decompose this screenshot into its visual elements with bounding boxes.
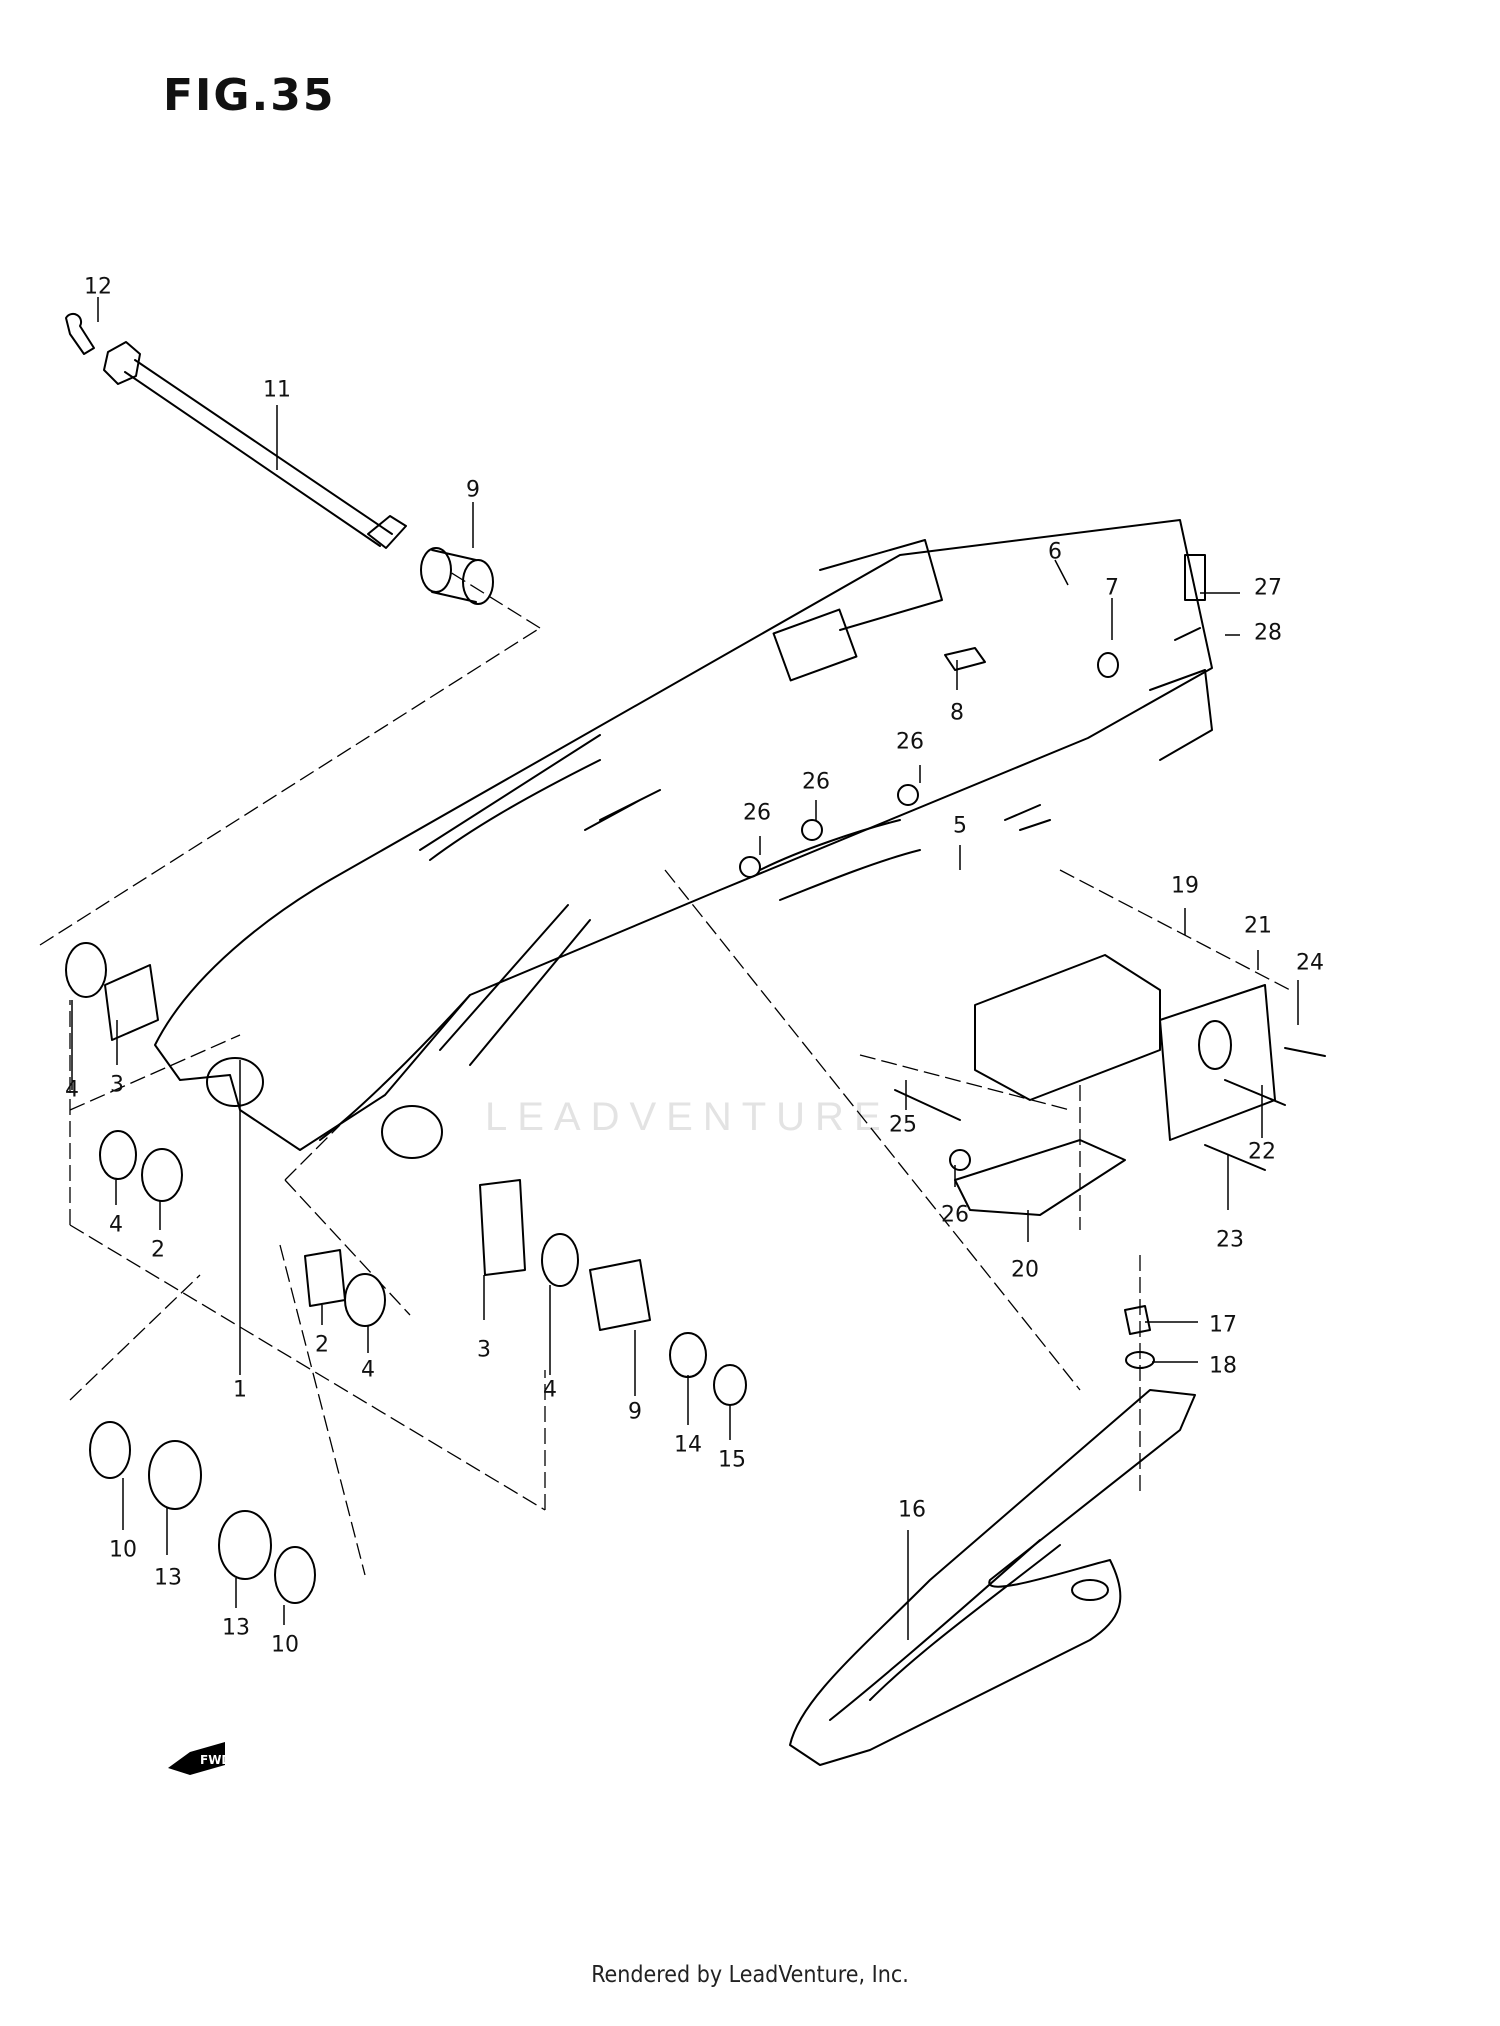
slider-plate (954, 1139, 1126, 1216)
footer-credit: Rendered by LeadVenture, Inc. (591, 1962, 909, 1988)
assembly-lines (39, 571, 1291, 1576)
axle-block (974, 954, 1161, 1101)
shaft-nut (65, 312, 95, 355)
callout-2: 2 (151, 1237, 165, 1263)
callout-7: 7 (1105, 575, 1119, 601)
callout-26: 26 (802, 769, 830, 795)
leader-lines (71, 297, 1299, 1640)
callout-26: 26 (743, 800, 771, 826)
callout-18: 18 (1209, 1353, 1237, 1379)
callout-1: 1 (233, 1377, 247, 1403)
callout-23: 23 (1216, 1227, 1244, 1253)
callout-3: 3 (477, 1337, 491, 1363)
callout-20: 20 (1011, 1257, 1039, 1283)
callout-21: 21 (1244, 913, 1272, 939)
callout-26: 26 (941, 1202, 969, 1228)
fasteners (739, 554, 1326, 1171)
swingarm (154, 519, 1213, 1159)
callout-16: 16 (898, 1497, 926, 1523)
callout-4: 4 (543, 1377, 557, 1403)
callout-2: 2 (315, 1332, 329, 1358)
callout-10: 10 (271, 1632, 299, 1658)
fwd-label: FWD (200, 1753, 231, 1767)
callout-9: 9 (628, 1399, 642, 1425)
bearing-parts (65, 942, 1155, 1604)
callout-15: 15 (718, 1447, 746, 1473)
callout-26: 26 (896, 729, 924, 755)
callout-5: 5 (953, 813, 967, 839)
callout-10: 10 (109, 1537, 137, 1563)
callout-13: 13 (222, 1615, 250, 1641)
callout-13: 13 (154, 1565, 182, 1591)
callout-24: 24 (1296, 950, 1324, 976)
callout-19: 19 (1171, 873, 1199, 899)
callout-8: 8 (950, 700, 964, 726)
callout-6: 6 (1048, 539, 1062, 565)
callout-17: 17 (1209, 1312, 1237, 1338)
callout-9: 9 (466, 477, 480, 503)
callout-28: 28 (1254, 620, 1282, 646)
figure-title: FIG.35 (163, 70, 336, 121)
callout-22: 22 (1248, 1139, 1276, 1165)
fwd-arrow-icon (168, 1742, 225, 1775)
callout-27: 27 (1254, 575, 1282, 601)
callout-4: 4 (65, 1077, 79, 1103)
adjuster-plate (1159, 984, 1276, 1141)
callout-12: 12 (84, 274, 112, 300)
callout-3: 3 (110, 1072, 124, 1098)
chain-guide (789, 1389, 1196, 1766)
callout-4: 4 (109, 1212, 123, 1238)
watermark-text: LEADVENTURE (485, 1095, 891, 1139)
callout-4: 4 (361, 1357, 375, 1383)
callout-14: 14 (674, 1432, 702, 1458)
callout-25: 25 (889, 1112, 917, 1138)
pivot-shaft (103, 341, 407, 549)
collar-upper (420, 547, 494, 605)
callout-11: 11 (263, 377, 291, 403)
